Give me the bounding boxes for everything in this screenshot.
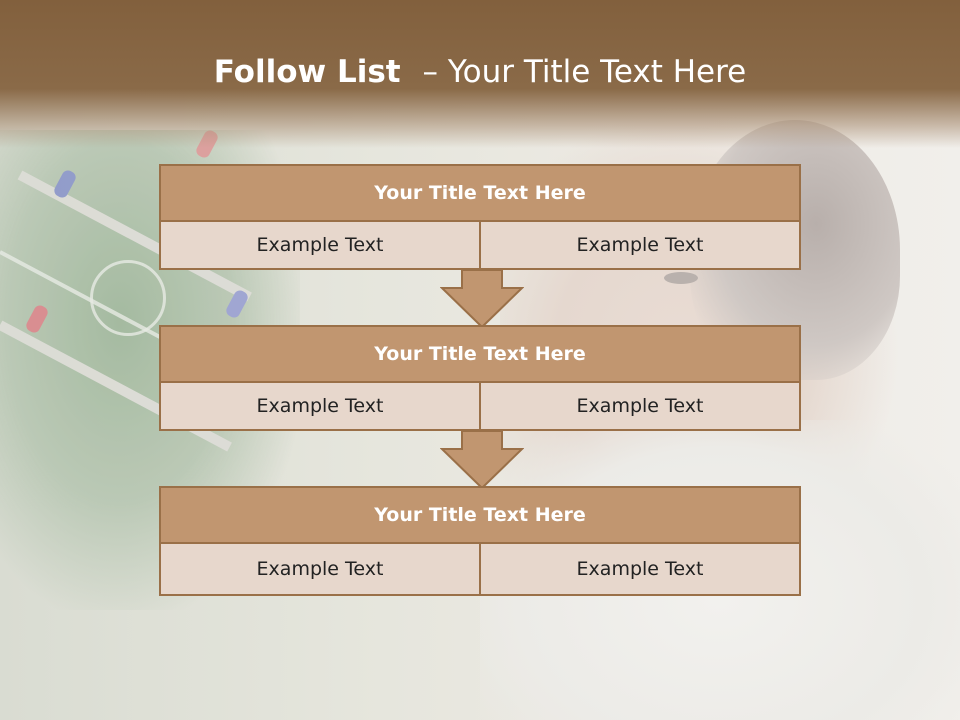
step-1-cell-right: Example Text (479, 222, 799, 268)
down-arrow-icon (440, 431, 524, 489)
background-person-eye (664, 272, 698, 284)
slide-title-bold: Follow List (213, 54, 401, 90)
step-3-cell-right: Example Text (479, 544, 799, 594)
slide-title: Follow List – Your Title Text Here (0, 54, 960, 90)
step-title-1: Your Title Text Here (161, 166, 799, 222)
step-2-cell-left: Example Text (256, 395, 384, 417)
step-row-3: Example Text Example Text (161, 544, 799, 594)
step-title-2: Your Title Text Here (161, 327, 799, 383)
step-1-cell-left: Example Text (256, 234, 384, 256)
slide-title-rest: – Your Title Text Here (422, 54, 747, 90)
down-arrow-icon (440, 270, 524, 328)
step-title-3: Your Title Text Here (161, 488, 799, 544)
step-2-cell-right: Example Text (479, 383, 799, 429)
step-row-1: Example Text Example Text (161, 222, 799, 268)
step-block-1: Your Title Text Here Example Text Exampl… (159, 164, 801, 270)
title-bar: Follow List – Your Title Text Here (0, 0, 960, 148)
step-3-cell-left: Example Text (256, 558, 384, 580)
step-block-2: Your Title Text Here Example Text Exampl… (159, 325, 801, 431)
step-block-3: Your Title Text Here Example Text Exampl… (159, 486, 801, 596)
step-row-2: Example Text Example Text (161, 383, 799, 429)
